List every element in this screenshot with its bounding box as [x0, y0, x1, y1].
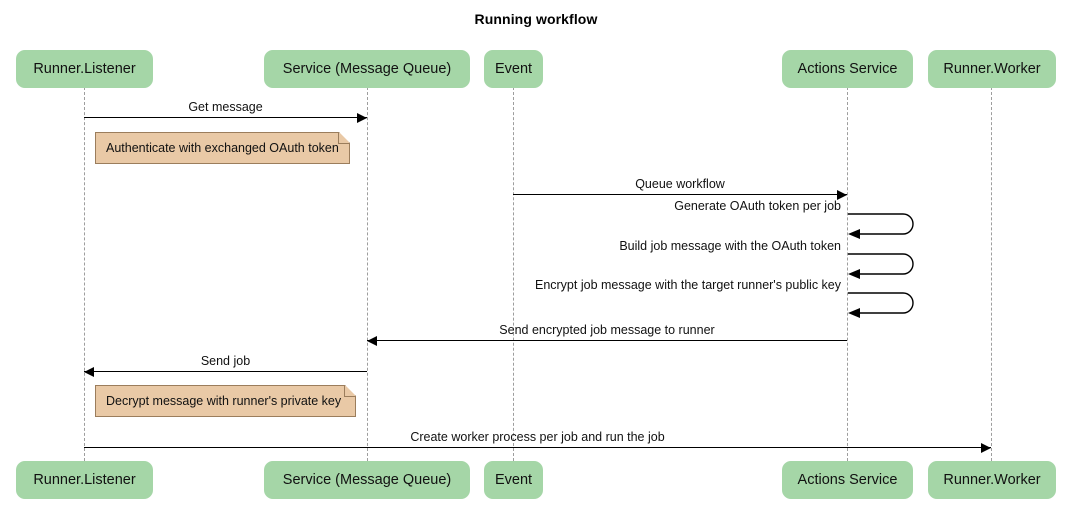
participant-runner-listener-bottom[interactable]: Runner.Listener [16, 461, 153, 499]
arrowhead-right-icon [837, 190, 847, 200]
note-fold-edge [338, 132, 350, 144]
message-line-send-job [84, 371, 367, 372]
page-title: Running workflow [474, 11, 598, 27]
arrowhead-left-icon [848, 269, 860, 279]
note-authenticate-with-exchanged-oauth-token: Authenticate with exchanged OAuth token [95, 132, 350, 164]
arrowhead-left-icon [848, 308, 860, 318]
message-label-create-worker-process-per-job-and-run-the-job: Create worker process per job and run th… [410, 430, 665, 444]
lifeline-runner-worker [991, 87, 992, 461]
participant-label: Event [494, 61, 533, 77]
note-fold-corner-icon [345, 385, 356, 396]
arrowhead-right-icon [981, 443, 991, 453]
participant-label: Service (Message Queue) [282, 61, 452, 77]
self-loop-path [848, 292, 914, 314]
participant-runner-worker-bottom[interactable]: Runner.Worker [928, 461, 1056, 499]
note-label: Decrypt message with runner's private ke… [106, 394, 342, 408]
arrowhead-left-icon [848, 229, 860, 239]
participant-event-top[interactable]: Event [484, 50, 543, 88]
participant-service-message-queue-top[interactable]: Service (Message Queue) [264, 50, 470, 88]
message-label-send-encrypted-job-message-to-runner: Send encrypted job message to runner [499, 323, 715, 337]
note-label: Authenticate with exchanged OAuth token [106, 141, 339, 155]
note-decrypt-message-with-runners-private-key: Decrypt message with runner's private ke… [95, 385, 356, 417]
self-loop-path [848, 253, 914, 275]
participant-actions-service-bottom[interactable]: Actions Service [782, 461, 913, 499]
lifeline-service-message-queue [367, 87, 368, 461]
message-label-queue-workflow: Queue workflow [635, 177, 725, 191]
note-fold-corner-icon [339, 132, 350, 143]
lifeline-event [513, 87, 514, 461]
self-message-build-job-message-with-the-oauth-token [847, 252, 917, 284]
message-label-send-job: Send job [200, 354, 251, 368]
message-line-get-message [84, 117, 367, 118]
message-line-send-encrypted-job-message-to-runner [367, 340, 847, 341]
participant-runner-listener-top[interactable]: Runner.Listener [16, 50, 153, 88]
arrowhead-right-icon [357, 113, 367, 123]
self-message-generate-oauth-token-per-job [847, 212, 917, 244]
arrowhead-left-icon [367, 336, 377, 346]
self-loop-path [848, 213, 914, 235]
message-label-generate-oauth-token-per-job: Generate OAuth token per job [674, 199, 841, 213]
message-label-get-message: Get message [188, 100, 263, 114]
lifeline-runner-listener [84, 87, 85, 461]
self-message-encrypt-job-message-with-the-target-runners-public-key [847, 291, 917, 323]
participant-event-bottom[interactable]: Event [484, 461, 543, 499]
participant-label: Actions Service [797, 472, 898, 488]
participant-label: Service (Message Queue) [282, 472, 452, 488]
lifeline-actions-service [847, 87, 848, 461]
message-label-encrypt-job-message-with-the-target-runners-public-key: Encrypt job message with the target runn… [534, 278, 841, 292]
participant-label: Event [494, 472, 533, 488]
message-label-build-job-message-with-the-oauth-token: Build job message with the OAuth token [619, 239, 841, 253]
participant-runner-worker-top[interactable]: Runner.Worker [928, 50, 1056, 88]
participant-label: Runner.Worker [943, 61, 1041, 77]
participant-label: Actions Service [797, 61, 898, 77]
message-line-create-worker-process-per-job-and-run-the-job [84, 447, 991, 448]
note-fold-edge [344, 385, 356, 397]
message-line-queue-workflow [513, 194, 847, 195]
participant-actions-service-top[interactable]: Actions Service [782, 50, 913, 88]
arrowhead-left-icon [84, 367, 94, 377]
participant-service-message-queue-bottom[interactable]: Service (Message Queue) [264, 461, 470, 499]
participant-label: Runner.Worker [943, 472, 1041, 488]
participant-label: Runner.Listener [33, 61, 136, 77]
participant-label: Runner.Listener [33, 472, 136, 488]
